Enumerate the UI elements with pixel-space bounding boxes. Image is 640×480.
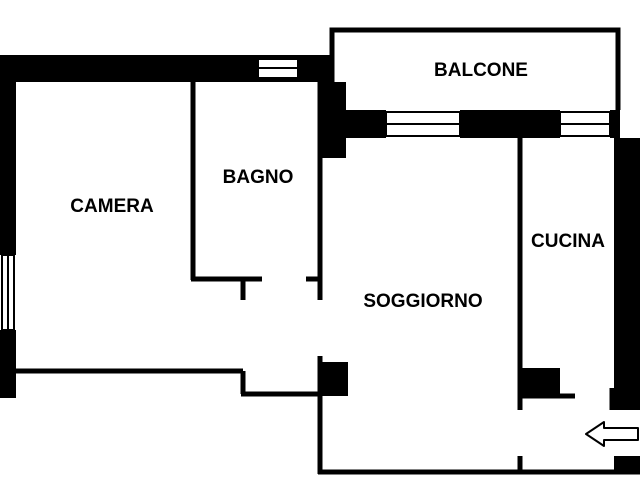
- wall-top-left: [0, 55, 258, 82]
- window-bagno: [257, 58, 299, 79]
- interior-walls: [16, 27, 640, 475]
- wall-top-mid: [298, 55, 332, 82]
- wall-top-window-sill: [258, 55, 300, 59]
- room-label-bagno: BAGNO: [223, 167, 294, 188]
- room-label-cucina: CUCINA: [531, 231, 605, 252]
- room-label-camera: CAMERA: [70, 196, 154, 217]
- wall-living-pillar: [318, 362, 348, 396]
- wall-balcony-bottom-mid: [460, 110, 560, 138]
- window-balcony-living: [385, 111, 461, 137]
- room-label-soggiorno: SOGGIORNO: [363, 291, 482, 312]
- room-label-balcone: BALCONE: [434, 60, 528, 81]
- wall-balcony-bottom-right: [610, 110, 620, 138]
- wall-kitchen-pillar: [520, 368, 560, 398]
- wall-right-lower: [614, 138, 640, 410]
- wall-left-upper: [0, 55, 16, 255]
- wall-left-lower: [0, 330, 16, 398]
- arrow-left-icon: [585, 421, 639, 447]
- window-balcony-kitchen: [559, 111, 611, 137]
- wall-top-window-sill-2: [258, 78, 300, 82]
- window-camera: [1, 254, 15, 331]
- balcony-outline: [329, 27, 621, 110]
- wall-right-bottom: [614, 456, 640, 472]
- windows: [1, 58, 611, 331]
